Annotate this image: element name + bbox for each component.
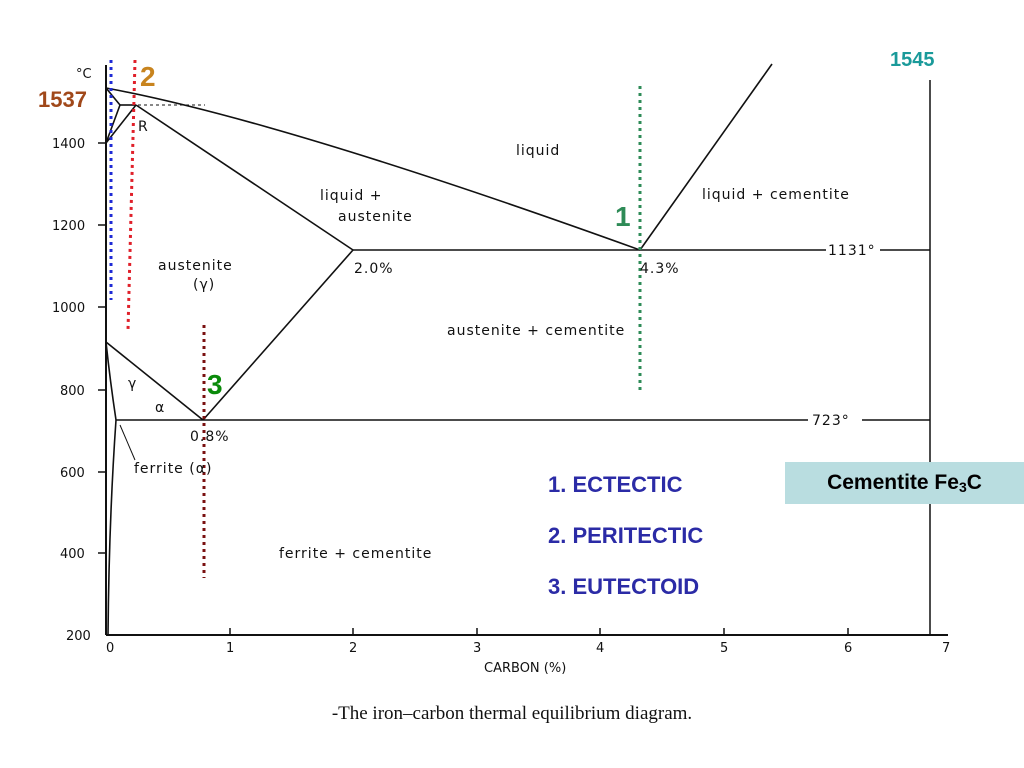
y-tick-label: 1200	[52, 219, 85, 234]
phase-boundaries	[105, 63, 930, 636]
region-liquid-austenite-2: austenite	[338, 209, 413, 225]
eutectic-temp-label: 1131°	[828, 243, 876, 259]
a2-curve	[105, 341, 117, 421]
y-tick-marks	[98, 142, 106, 554]
y-tick-label: 1000	[52, 301, 85, 316]
solidus	[135, 104, 354, 251]
legend-item-peritectic: 2. PERITECTIC	[548, 523, 703, 548]
marker-red-line	[126, 59, 137, 331]
x-axis-label: CARBON (%)	[484, 661, 566, 676]
legend-item-eutectic: 1. ECTECTIC	[548, 472, 683, 497]
region-liquid-austenite-1: liquid +	[320, 188, 383, 204]
y-tick-label: 800	[60, 384, 85, 399]
cementite-suffix: C	[966, 471, 982, 494]
x-tick-label: 0	[106, 641, 114, 656]
eutectoid-point-label: 0.8%	[190, 429, 230, 445]
peritectic-point-label: R	[138, 119, 149, 135]
region-alpha: α	[155, 400, 165, 416]
solvus-curve	[107, 419, 117, 636]
eutectic-point-label: 4.3%	[640, 261, 680, 277]
marker-1-label: 1	[615, 201, 631, 232]
region-austenite-2: (γ)	[193, 277, 215, 293]
x-tick-label: 4	[596, 641, 604, 656]
figure-caption: -The iron–carbon thermal equilibrium dia…	[331, 703, 693, 724]
y-tick-label: 400	[60, 547, 85, 562]
liquidus-right	[639, 63, 773, 251]
a3-line	[105, 341, 204, 421]
region-austenite-1: austenite	[158, 258, 233, 274]
liquidus-left	[105, 87, 641, 251]
acm-line	[202, 249, 354, 421]
delta-bottom	[105, 104, 137, 144]
x-tick-label: 3	[473, 641, 481, 656]
region-liquid: liquid	[516, 143, 560, 159]
delta-left	[105, 87, 121, 106]
region-liquid-cementite: liquid + cementite	[702, 187, 850, 203]
region-ferrite-cementite: ferrite + cementite	[279, 546, 432, 562]
region-ferrite: ferrite (α)	[134, 461, 212, 477]
austenite-max-label: 2.0%	[354, 261, 394, 277]
ferrite-pointer	[119, 424, 136, 461]
x-tick-label: 6	[844, 641, 852, 656]
x-tick-marks	[229, 628, 849, 635]
y-tick-label: 600	[60, 466, 85, 481]
x-tick-label: 1	[226, 641, 234, 656]
x-tick-label: 5	[720, 641, 728, 656]
cementite-subscript: 3	[958, 479, 967, 495]
temp-1537: 1537	[38, 87, 87, 112]
x-tick-label: 2	[349, 641, 357, 656]
delta-inner	[105, 104, 121, 144]
region-austenite-cementite: austenite + cementite	[447, 323, 625, 339]
marker-2-label: 2	[140, 61, 156, 92]
legend-item-eutectoid: 3. EUTECTOID	[548, 574, 699, 599]
x-tick-label: 7	[942, 641, 950, 656]
eutectoid-temp-label: 723°	[812, 413, 850, 429]
cementite-text: Cementite Fe	[827, 471, 959, 494]
temp-1545: 1545	[890, 49, 935, 71]
region-gamma: γ	[128, 376, 137, 392]
y-tick-label: 200	[66, 629, 91, 644]
y-tick-label: 1400	[52, 137, 85, 152]
marker-3-label: 3	[207, 369, 223, 400]
y-unit-label: °C	[76, 67, 92, 82]
